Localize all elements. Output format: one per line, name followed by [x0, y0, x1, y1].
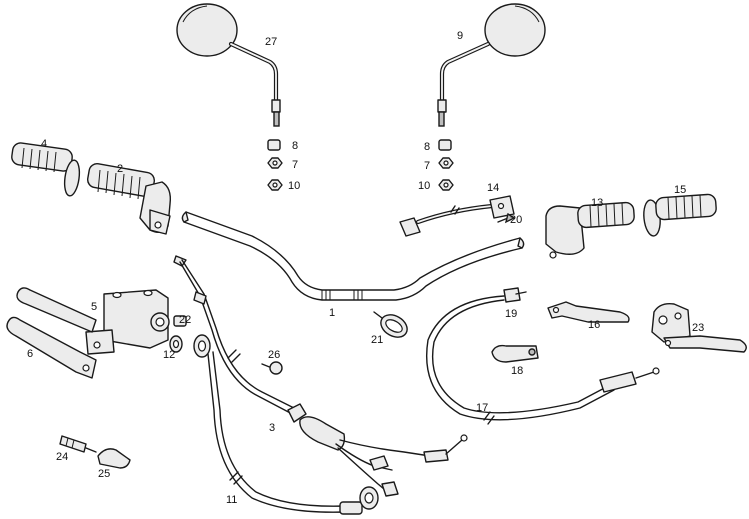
left-mirror [176, 3, 281, 127]
handlebar-switch-wiring [399, 195, 516, 237]
label-10-left: 10 [288, 180, 300, 192]
washer-12 [169, 335, 183, 353]
label-5: 5 [91, 301, 97, 313]
label-16: 16 [588, 319, 600, 331]
clutch-lever-upper [16, 287, 97, 333]
label-23: 23 [692, 322, 704, 334]
label-15: 15 [674, 184, 686, 196]
label-9: 9 [457, 30, 463, 42]
part-labels: 27 9 8 7 10 8 7 10 4 2 14 20 13 15 5 22 … [27, 30, 704, 506]
left-grip [11, 142, 81, 197]
cable-clamp [373, 311, 408, 338]
right-switch-assembly [545, 201, 635, 259]
label-13: 13 [591, 197, 603, 209]
label-20: 20 [510, 214, 522, 226]
label-2: 2 [117, 163, 123, 175]
brake-hose [193, 334, 379, 515]
left-nut-stack [267, 139, 283, 191]
label-8-left: 8 [292, 140, 298, 152]
throttle-cable [173, 255, 468, 497]
front-brake-lever [6, 316, 97, 379]
label-26: 26 [268, 349, 280, 361]
clutch-lever-assembly [651, 302, 747, 353]
label-24: 24 [56, 451, 68, 463]
boot-25 [97, 448, 131, 469]
part-18 [491, 344, 539, 363]
label-7-right: 7 [424, 160, 430, 172]
label-10-right: 10 [418, 180, 430, 192]
label-27: 27 [265, 36, 277, 48]
switch-24 [59, 435, 97, 453]
brake-master-cylinder [85, 289, 187, 355]
handlebar [181, 211, 525, 301]
label-21: 21 [371, 334, 383, 346]
right-grip [643, 193, 717, 237]
label-17: 17 [476, 402, 488, 414]
clutch-cable [426, 287, 660, 425]
label-25: 25 [98, 468, 110, 480]
label-14: 14 [487, 182, 499, 194]
label-4: 4 [41, 138, 47, 150]
label-6: 6 [27, 348, 33, 360]
label-3: 3 [269, 422, 275, 434]
label-1: 1 [329, 307, 335, 319]
label-7-left: 7 [292, 159, 298, 171]
right-nut-stack [438, 139, 454, 191]
screw-26 [261, 361, 283, 375]
label-18: 18 [511, 365, 523, 377]
label-19: 19 [505, 308, 517, 320]
lever-16 [547, 301, 630, 323]
label-11: 11 [226, 494, 237, 506]
right-mirror [437, 3, 546, 127]
label-12: 12 [163, 349, 175, 361]
label-22: 22 [179, 314, 191, 326]
throttle-grip [86, 163, 172, 235]
label-8-right: 8 [424, 141, 430, 153]
